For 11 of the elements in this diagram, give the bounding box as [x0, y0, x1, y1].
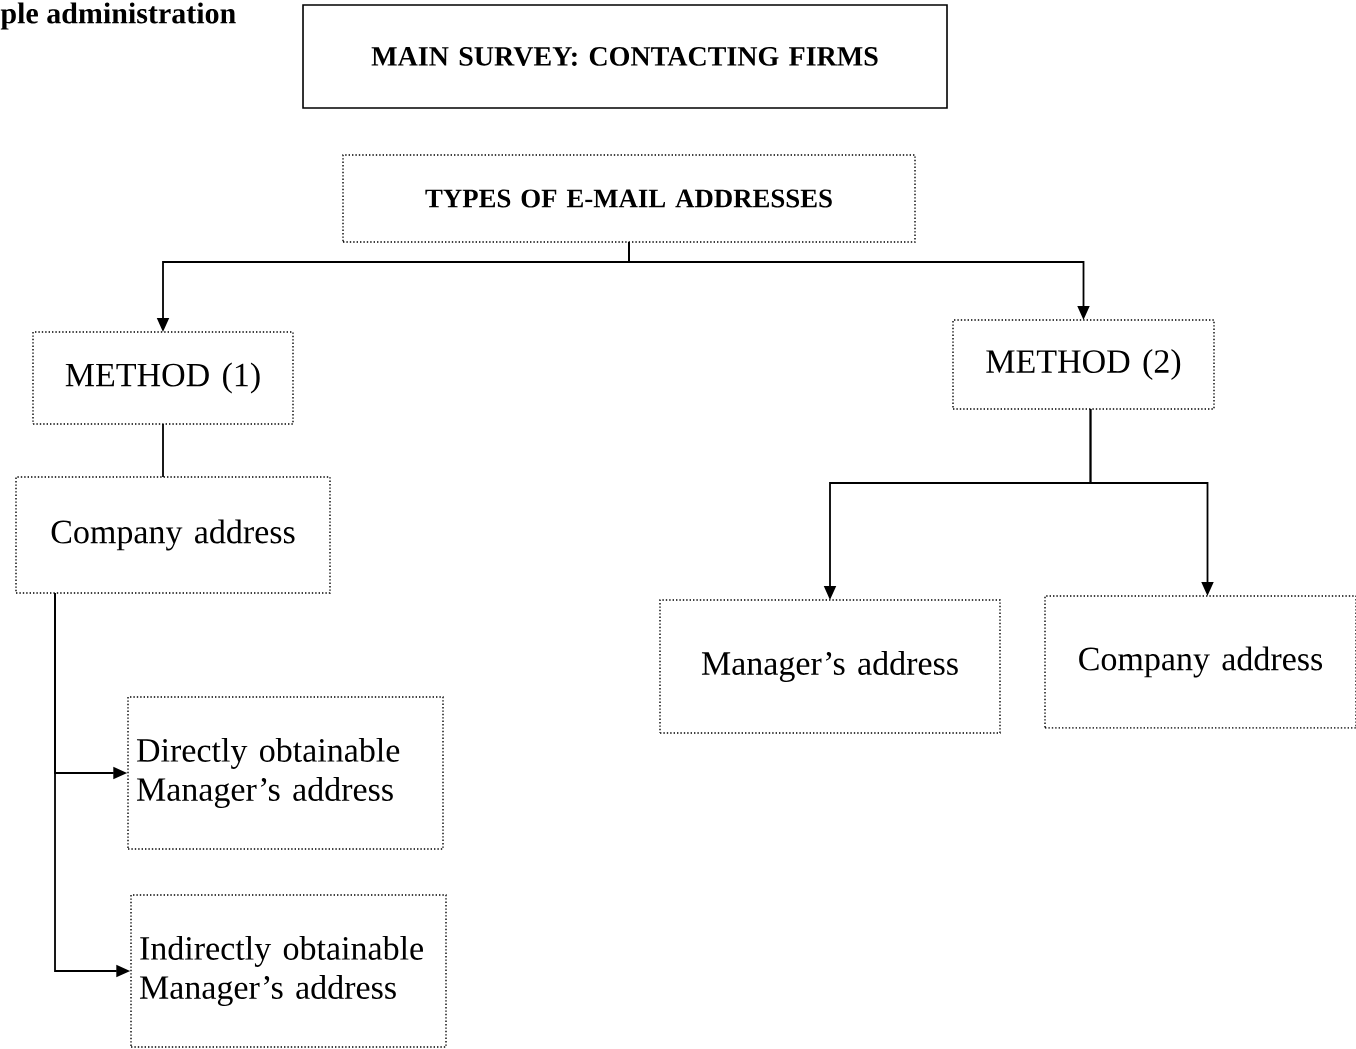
process-box: Company address	[1044, 595, 1356, 729]
process-box: TYPES OF E-MAIL ADDRESSES	[342, 154, 916, 243]
connector-line	[162, 423, 164, 478]
process-box: Directly obtainable Manager’s address	[127, 696, 444, 850]
process-box: METHOD (1)	[32, 331, 294, 425]
process-box: MAIN SURVEY: CONTACTING FIRMS	[302, 4, 948, 109]
process-box: Indirectly obtainable Manager’s address	[130, 894, 447, 1048]
process-box: Manager’s address	[659, 599, 1001, 734]
process-box: METHOD (2)	[952, 319, 1215, 410]
process-box: Company address	[15, 476, 331, 594]
heading-text: ple administration	[0, 2, 236, 30]
